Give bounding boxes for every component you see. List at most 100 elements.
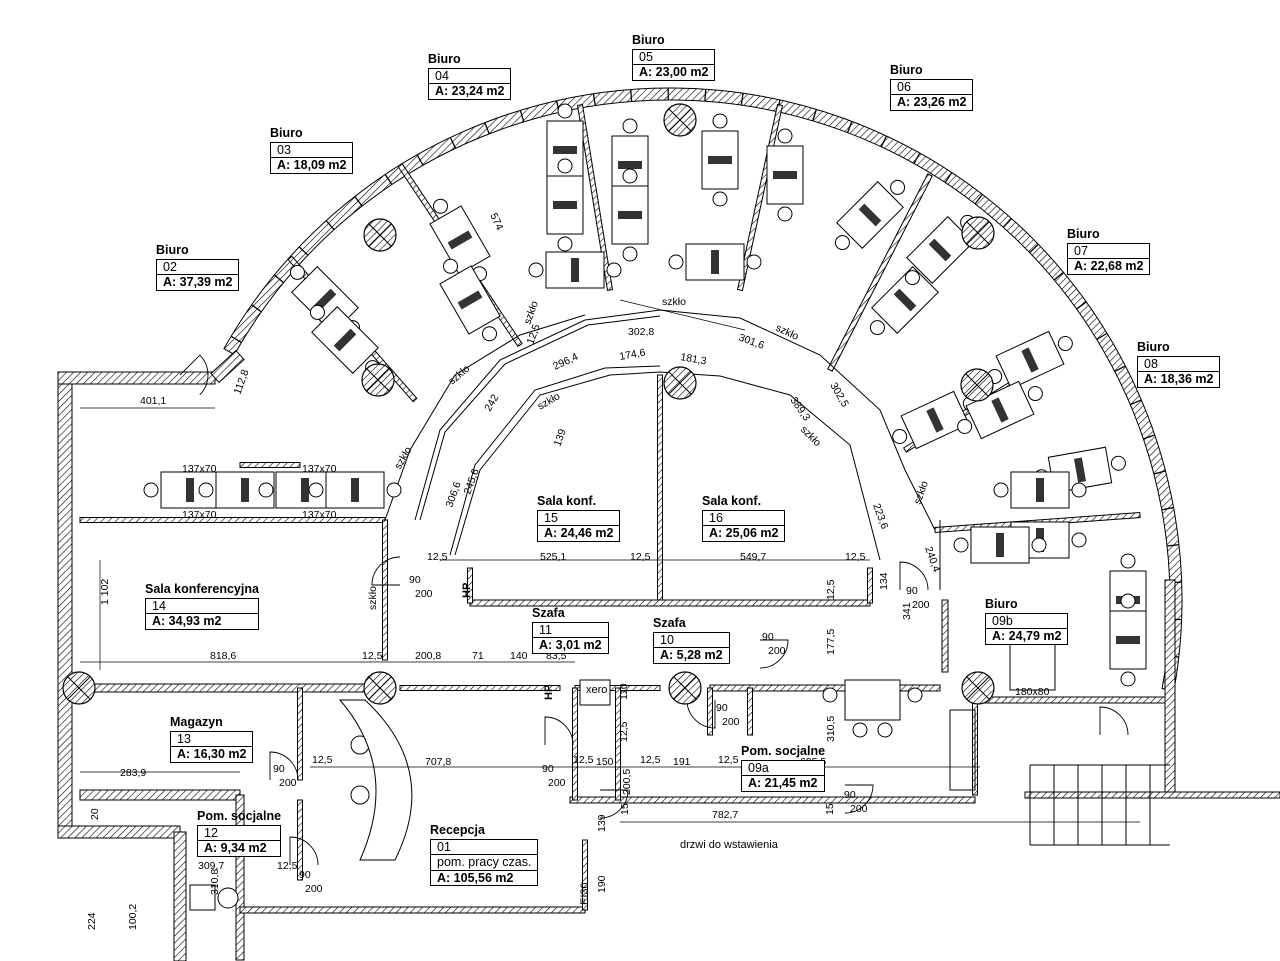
room-area: A: 34,93 m2: [146, 613, 258, 629]
wall: [657, 374, 663, 601]
dimension-label: 12,5: [573, 754, 594, 766]
facade-mullion: [740, 93, 744, 106]
monitor-icon: [618, 211, 642, 219]
chair-icon: [622, 168, 638, 184]
chair-icon: [557, 103, 573, 119]
room-area: A: 25,06 m2: [703, 525, 785, 541]
room-area: A: 18,09 m2: [271, 157, 353, 173]
chair-icon: [777, 206, 793, 222]
chair-icon: [143, 482, 159, 498]
monitor-icon: [991, 397, 1009, 423]
room-number: 05: [639, 49, 653, 64]
door-swing: [1099, 706, 1129, 736]
desk-workstation: [892, 390, 978, 450]
hp-label: HP: [543, 685, 555, 700]
room-area: A: 22,68 m2: [1068, 258, 1150, 274]
dimension-label: 200,8: [415, 650, 441, 662]
room-area: A: 9,34 m2: [198, 840, 281, 856]
dimension-label: 181,3: [679, 351, 707, 367]
chair-icon: [852, 722, 868, 738]
room-name: Biuro: [156, 243, 189, 257]
chair-icon: [557, 236, 573, 252]
column-cross: [368, 223, 392, 247]
room-area: A: 24,79 m2: [986, 628, 1068, 644]
desk-workstation: [953, 526, 1047, 564]
door-arc: [371, 556, 401, 586]
room-name: Sala konf.: [702, 494, 762, 508]
chair-icon: [433, 198, 448, 214]
monitor-icon: [186, 478, 194, 502]
desk-workstation: [987, 330, 1073, 390]
room-number: 16: [709, 510, 723, 525]
door-height-label: 200: [850, 803, 868, 815]
dimension-label: 200,5: [621, 769, 633, 795]
monitor-icon: [1073, 457, 1087, 483]
facade-mullion: [1161, 506, 1174, 511]
annotations: xero HP HP EI30 drzwi do wstawienia: [461, 583, 779, 905]
toilet-outline: [949, 709, 976, 791]
room-name: Pom. socjalne: [741, 744, 826, 758]
dimension-label: 574: [487, 211, 505, 232]
door-note: drzwi do wstawienia: [680, 839, 779, 851]
dimension-label: 177,5: [825, 629, 837, 655]
dimension-label: 71: [472, 650, 484, 662]
wall: [576, 104, 614, 291]
door-swing: [686, 699, 716, 729]
room-name: Biuro: [270, 126, 303, 140]
glass-label: szkło: [536, 390, 563, 412]
dimension-label: 112,8: [232, 368, 252, 396]
dimension-label: 389,3: [788, 395, 813, 424]
room-name: Pom. socjalne: [197, 809, 282, 823]
monitor-icon: [773, 171, 797, 179]
facade-mullion: [880, 135, 887, 148]
chair-icon: [386, 482, 402, 498]
chair-icon: [308, 482, 324, 498]
desk-workstation: [766, 128, 804, 222]
chair-icon: [869, 320, 885, 336]
dimension-label: 240,4: [922, 545, 942, 574]
monitor-icon: [893, 288, 917, 312]
facade-mullion: [449, 137, 457, 149]
door-height-label: 200: [305, 883, 323, 895]
exterior-wall: [173, 831, 187, 961]
dimension-line: [619, 299, 746, 331]
wall: [297, 799, 303, 881]
monitor-icon: [457, 290, 483, 310]
glass-label: szkło: [912, 479, 932, 506]
dimension-label: 190: [596, 875, 608, 893]
wall: [469, 599, 871, 607]
dimension-label: 12,5: [525, 323, 543, 346]
chair-icon: [957, 418, 973, 434]
column-cross: [966, 676, 990, 700]
monitor-icon: [553, 201, 577, 209]
dining-table: [844, 679, 901, 721]
sink-icon: [217, 887, 239, 909]
monitor-icon: [351, 478, 359, 502]
chair-icon: [668, 254, 684, 270]
facade-mullion: [1143, 434, 1155, 440]
wall: [79, 789, 241, 801]
dimension-label: 818,6: [210, 650, 236, 662]
door-swing: [599, 789, 629, 819]
desk-size-label: 137x70: [182, 463, 217, 475]
chair-icon: [1031, 537, 1047, 553]
dimension-label: 302,5: [827, 381, 851, 410]
chair-icon: [309, 304, 325, 320]
chair-icon: [746, 254, 762, 270]
exterior-wall: [210, 349, 245, 384]
monitor-icon: [447, 230, 473, 250]
desk-workstation: [834, 179, 906, 251]
